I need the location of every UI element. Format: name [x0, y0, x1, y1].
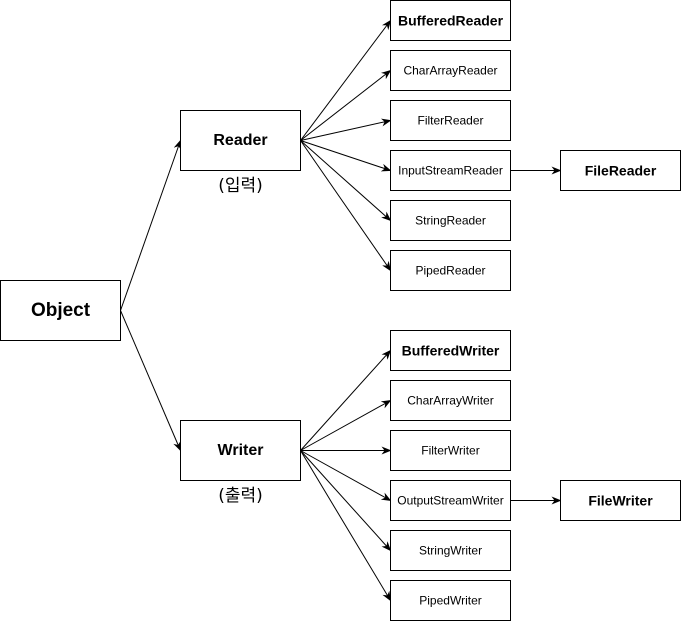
- node-label: OutputStreamWriter: [397, 494, 503, 508]
- node-label: FileReader: [585, 163, 657, 179]
- edge-object-to-writer: [120, 310, 181, 452]
- node-label: FileWriter: [588, 493, 653, 509]
- node-input-stream-reader: InputStreamReader: [390, 150, 511, 191]
- node-label: InputStreamReader: [398, 164, 503, 178]
- node-label: PipedWriter: [419, 594, 481, 608]
- edge-writer-to-outputstreamwriter: [300, 450, 392, 501]
- node-label: CharArrayWriter: [407, 394, 493, 408]
- node-filter-writer: FilterWriter: [390, 430, 511, 471]
- edge-reader-to-stringreader: [300, 140, 392, 222]
- node-string-reader: StringReader: [390, 200, 511, 241]
- node-piped-writer: PipedWriter: [390, 580, 511, 621]
- reader-note: (입력): [218, 176, 263, 196]
- node-label: StringReader: [415, 214, 486, 228]
- node-file-writer: FileWriter: [560, 480, 681, 521]
- writer-note: (출력): [218, 486, 263, 506]
- node-buffered-writer: BufferedWriter: [390, 330, 511, 371]
- node-label: Reader: [213, 132, 267, 149]
- edge-writer-to-chararraywriter: [300, 400, 392, 451]
- node-label: Object: [31, 300, 91, 321]
- edge-reader-to-inputstreamreader: [300, 140, 392, 172]
- node-reader: Reader: [180, 110, 301, 171]
- edge-object-to-reader: [120, 139, 182, 311]
- node-label: BufferedReader: [398, 13, 504, 29]
- node-writer: Writer: [180, 420, 301, 481]
- node-piped-reader: PipedReader: [390, 250, 511, 291]
- edge-reader-to-pipedreader: [300, 140, 392, 272]
- node-label: FilterWriter: [421, 444, 479, 458]
- node-filter-reader: FilterReader: [390, 100, 511, 141]
- edges: [120, 19, 562, 602]
- edge-reader-to-filterreader: [300, 118, 392, 141]
- edge-reader-to-bufferedreader: [300, 19, 392, 141]
- node-char-array-writer: CharArrayWriter: [390, 380, 511, 421]
- node-label: StringWriter: [419, 544, 482, 558]
- node-object: Object: [0, 280, 121, 341]
- node-label: FilterReader: [417, 114, 483, 128]
- edge-writer-to-stringwriter: [300, 450, 392, 552]
- edge-reader-to-chararrayreader: [300, 69, 392, 141]
- node-output-stream-writer: OutputStreamWriter: [390, 480, 511, 521]
- node-char-array-reader: CharArrayReader: [390, 50, 511, 91]
- edge-writer-to-pipedwriter: [300, 450, 392, 602]
- node-string-writer: StringWriter: [390, 530, 511, 571]
- node-label: BufferedWriter: [402, 343, 500, 359]
- edge-writer-to-bufferedwriter: [300, 349, 392, 451]
- node-file-reader: FileReader: [560, 150, 681, 191]
- node-label: Writer: [218, 442, 264, 459]
- node-label: PipedReader: [415, 264, 485, 278]
- node-buffered-reader: BufferedReader: [390, 0, 511, 41]
- node-label: CharArrayReader: [403, 64, 497, 78]
